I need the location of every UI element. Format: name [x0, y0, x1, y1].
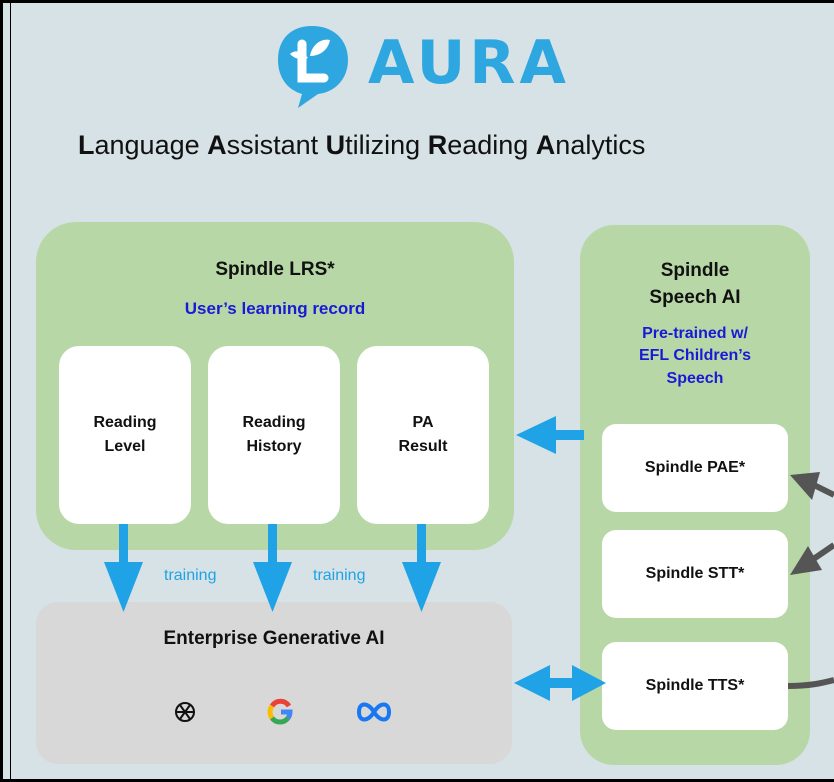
card-line1: Reading: [93, 414, 157, 431]
speech-sub-line3: Speech: [666, 369, 724, 387]
left-arrow: [516, 416, 584, 454]
training-label: training: [313, 567, 366, 584]
enterprise-ai-title: Enterprise Generative AI: [163, 628, 385, 649]
card-line2: Level: [104, 438, 146, 455]
card-line1: PA: [412, 414, 434, 431]
subtitle-rest-5: nalytics: [555, 130, 646, 160]
card-line2: History: [246, 438, 302, 455]
subtitle-initial-a2: A: [535, 130, 556, 160]
spindle-tts-module: Spindle TTS*: [602, 642, 788, 730]
subtitle-rest-4: eading: [447, 130, 536, 160]
subtitle-initial-r: R: [427, 130, 448, 160]
subtitle-initial-l: L: [78, 130, 95, 160]
spindle-speech-ai-subtitle: Pre-trained w/ EFL Children’s Speech: [580, 323, 810, 390]
google-icon: [267, 698, 293, 725]
spindle-stt-module: Spindle STT*: [602, 530, 788, 618]
spindle-pae-module: Spindle PAE*: [602, 424, 788, 512]
training-label: training: [164, 567, 217, 584]
subtitle: Language Assistant Utilizing Reading Ana…: [78, 130, 645, 161]
subtitle-initial-u: U: [325, 130, 346, 160]
speech-sub-line1: Pre-trained w/: [642, 325, 748, 342]
card-line2: Result: [398, 438, 448, 455]
speech-title-line2: Speech AI: [649, 286, 741, 308]
openai-icon: [175, 702, 195, 722]
enterprise-ai-box: [36, 602, 512, 764]
down-arrow: [104, 524, 143, 612]
speech-sub-line2: EFL Children’s: [638, 347, 751, 365]
card-line1: Reading: [242, 414, 306, 431]
pa-result-card: PA Result: [357, 346, 489, 524]
down-arrow: [402, 524, 441, 612]
subtitle-rest-3: tilizing: [345, 130, 428, 160]
bidirectional-arrow: [514, 665, 606, 701]
spindle-lrs-title: Spindle LRS*: [215, 259, 335, 280]
aura-logo-icon: [278, 26, 348, 108]
logo-text: AURA: [368, 28, 570, 98]
speech-title-line1: Spindle: [660, 260, 730, 281]
subtitle-rest-1: anguage: [94, 130, 208, 160]
meta-icon: [356, 702, 392, 722]
subtitle-rest-2: ssistant: [226, 130, 326, 160]
subtitle-initial-a: A: [207, 130, 227, 160]
right-edge-arrows: [787, 472, 834, 689]
frame-inner-line: [10, 0, 11, 782]
spindle-speech-ai-title: Spindle Speech AI: [580, 258, 810, 311]
spindle-lrs-subtitle: User’s learning record: [184, 299, 366, 318]
down-arrow: [253, 524, 292, 612]
